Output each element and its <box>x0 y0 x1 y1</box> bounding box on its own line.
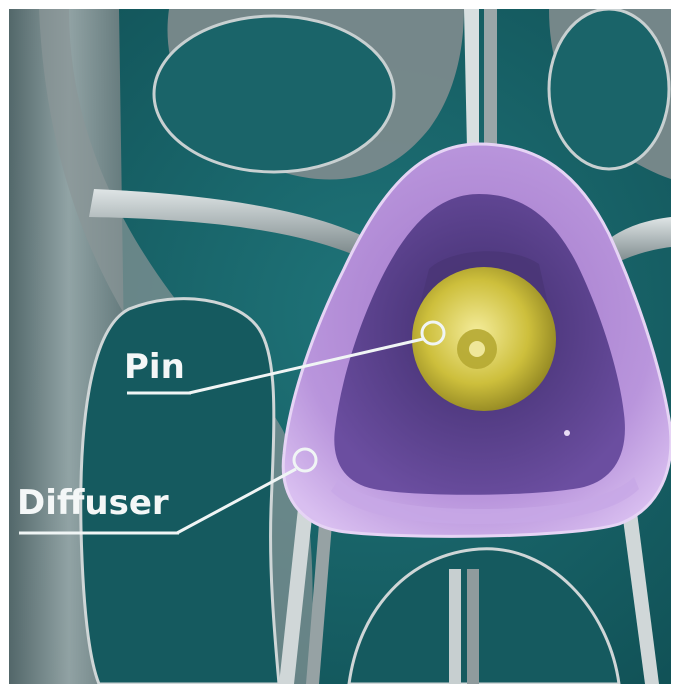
pin <box>412 251 556 411</box>
diagram-area: Pin Diffuser <box>9 9 671 684</box>
diffuser-label: Diffuser <box>17 483 169 523</box>
injector-diagram: Pin Diffuser <box>9 9 671 684</box>
pin-label: Pin <box>124 347 185 387</box>
